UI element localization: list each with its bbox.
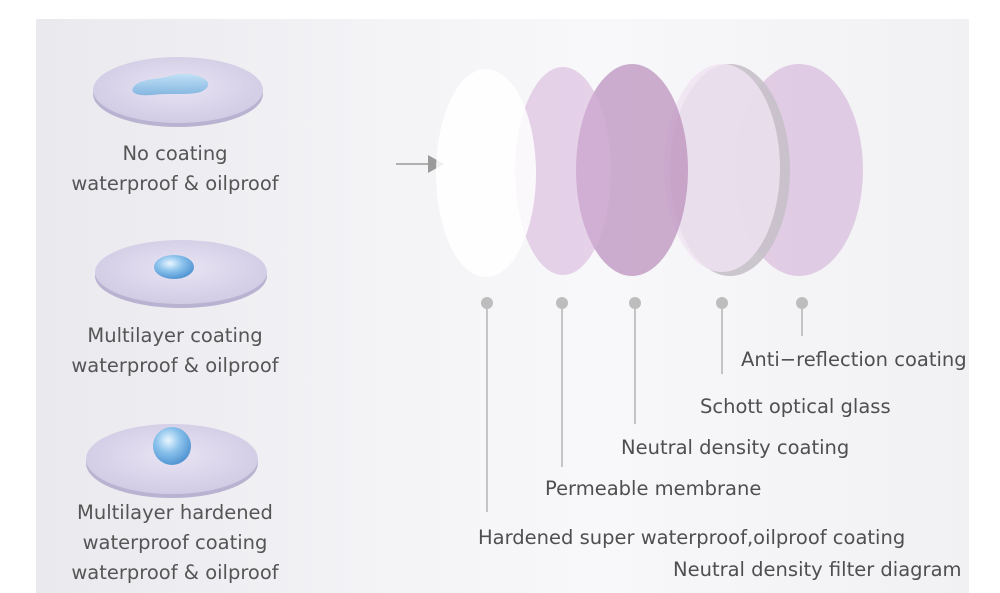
label-neutral-density: Neutral density coating	[621, 436, 850, 459]
multilayer-coating-caption: Multilayer coating waterproof & oilproof	[55, 321, 295, 381]
leader-dot	[556, 297, 568, 309]
leader-dot	[796, 297, 808, 309]
diagram-caption: Neutral density filter diagram	[673, 558, 962, 581]
label-hardened-coating: Hardened super waterproof,oilproof coati…	[478, 526, 906, 549]
arrow-right-icon	[396, 155, 444, 173]
leader-dot	[481, 297, 493, 309]
caption-line: No coating	[122, 142, 228, 165]
water-bead-icon	[153, 427, 191, 465]
caption-line: waterproof & oilproof	[71, 354, 279, 377]
hardened-coating-caption: Multilayer hardened waterproof coating w…	[55, 498, 295, 588]
caption-line: Multilayer coating	[87, 324, 263, 347]
water-puddle-icon	[132, 73, 209, 96]
caption-line: Multilayer hardened	[77, 501, 273, 524]
caption-line: waterproof & oilproof	[71, 561, 279, 584]
label-permeable-membrane: Permeable membrane	[545, 477, 762, 500]
caption-line: waterproof coating	[82, 531, 268, 554]
no-coating-example	[93, 57, 263, 127]
caption-line: waterproof & oilproof	[71, 172, 279, 195]
leader-dot	[716, 297, 728, 309]
layer-hardened-coating	[436, 69, 536, 277]
leader-dot	[629, 297, 641, 309]
label-anti-reflection: Anti−reflection coating	[741, 348, 967, 371]
layer-permeable-membrane	[515, 67, 611, 275]
multilayer-coating-example	[95, 240, 267, 308]
no-coating-caption: No coating waterproof & oilproof	[55, 139, 295, 199]
filter-layers	[436, 64, 863, 277]
layer-schott-glass	[664, 64, 780, 272]
water-droplet-icon	[154, 255, 194, 279]
leader-lines	[481, 297, 808, 512]
hardened-coating-example	[86, 424, 258, 498]
label-schott-glass: Schott optical glass	[700, 395, 891, 418]
